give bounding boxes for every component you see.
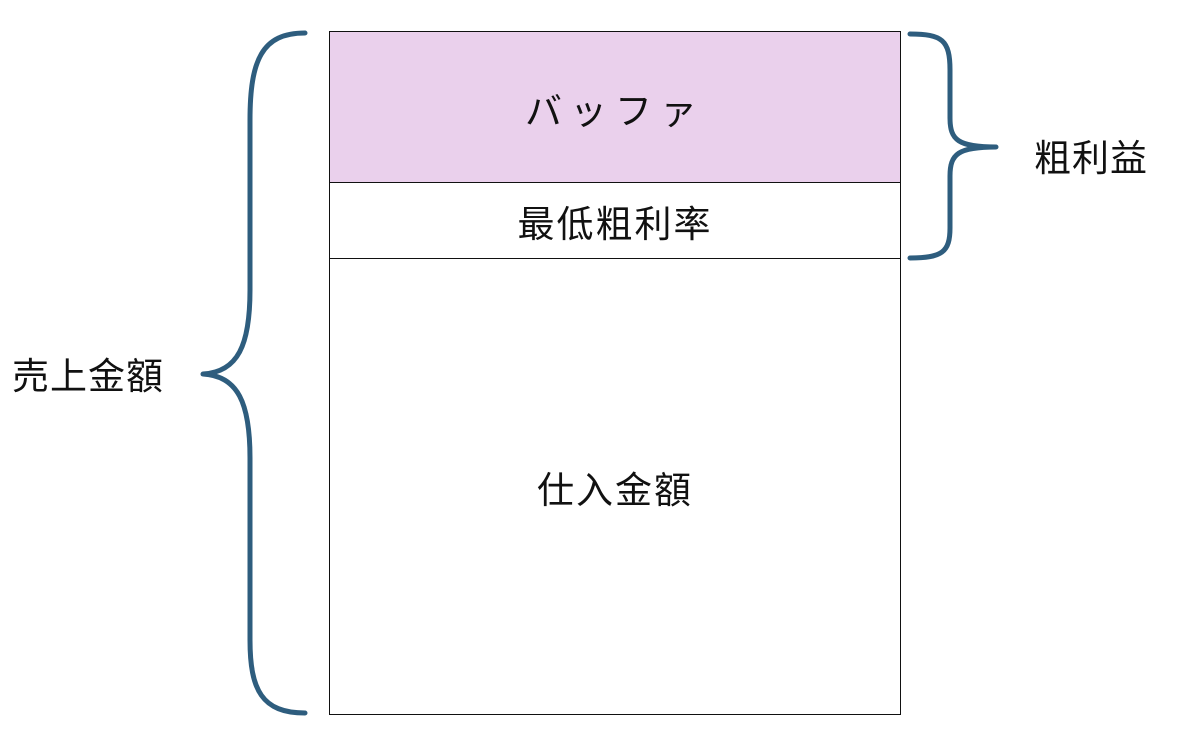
purchase-amount-block: 仕入金額 <box>329 258 901 715</box>
gross-profit-brace <box>907 31 999 261</box>
buffer-label: バッファ <box>525 89 705 133</box>
gross-profit-label: 粗利益 <box>1034 137 1148 180</box>
buffer-block: バッファ <box>329 31 901 184</box>
sales-amount-brace <box>200 30 308 716</box>
minimum-margin-rate-label: 最低粗利率 <box>517 203 713 246</box>
minimum-margin-rate-block: 最低粗利率 <box>329 182 901 260</box>
sales-amount-label: 売上金額 <box>12 355 164 398</box>
purchase-amount-label: 仕入金額 <box>537 468 693 512</box>
